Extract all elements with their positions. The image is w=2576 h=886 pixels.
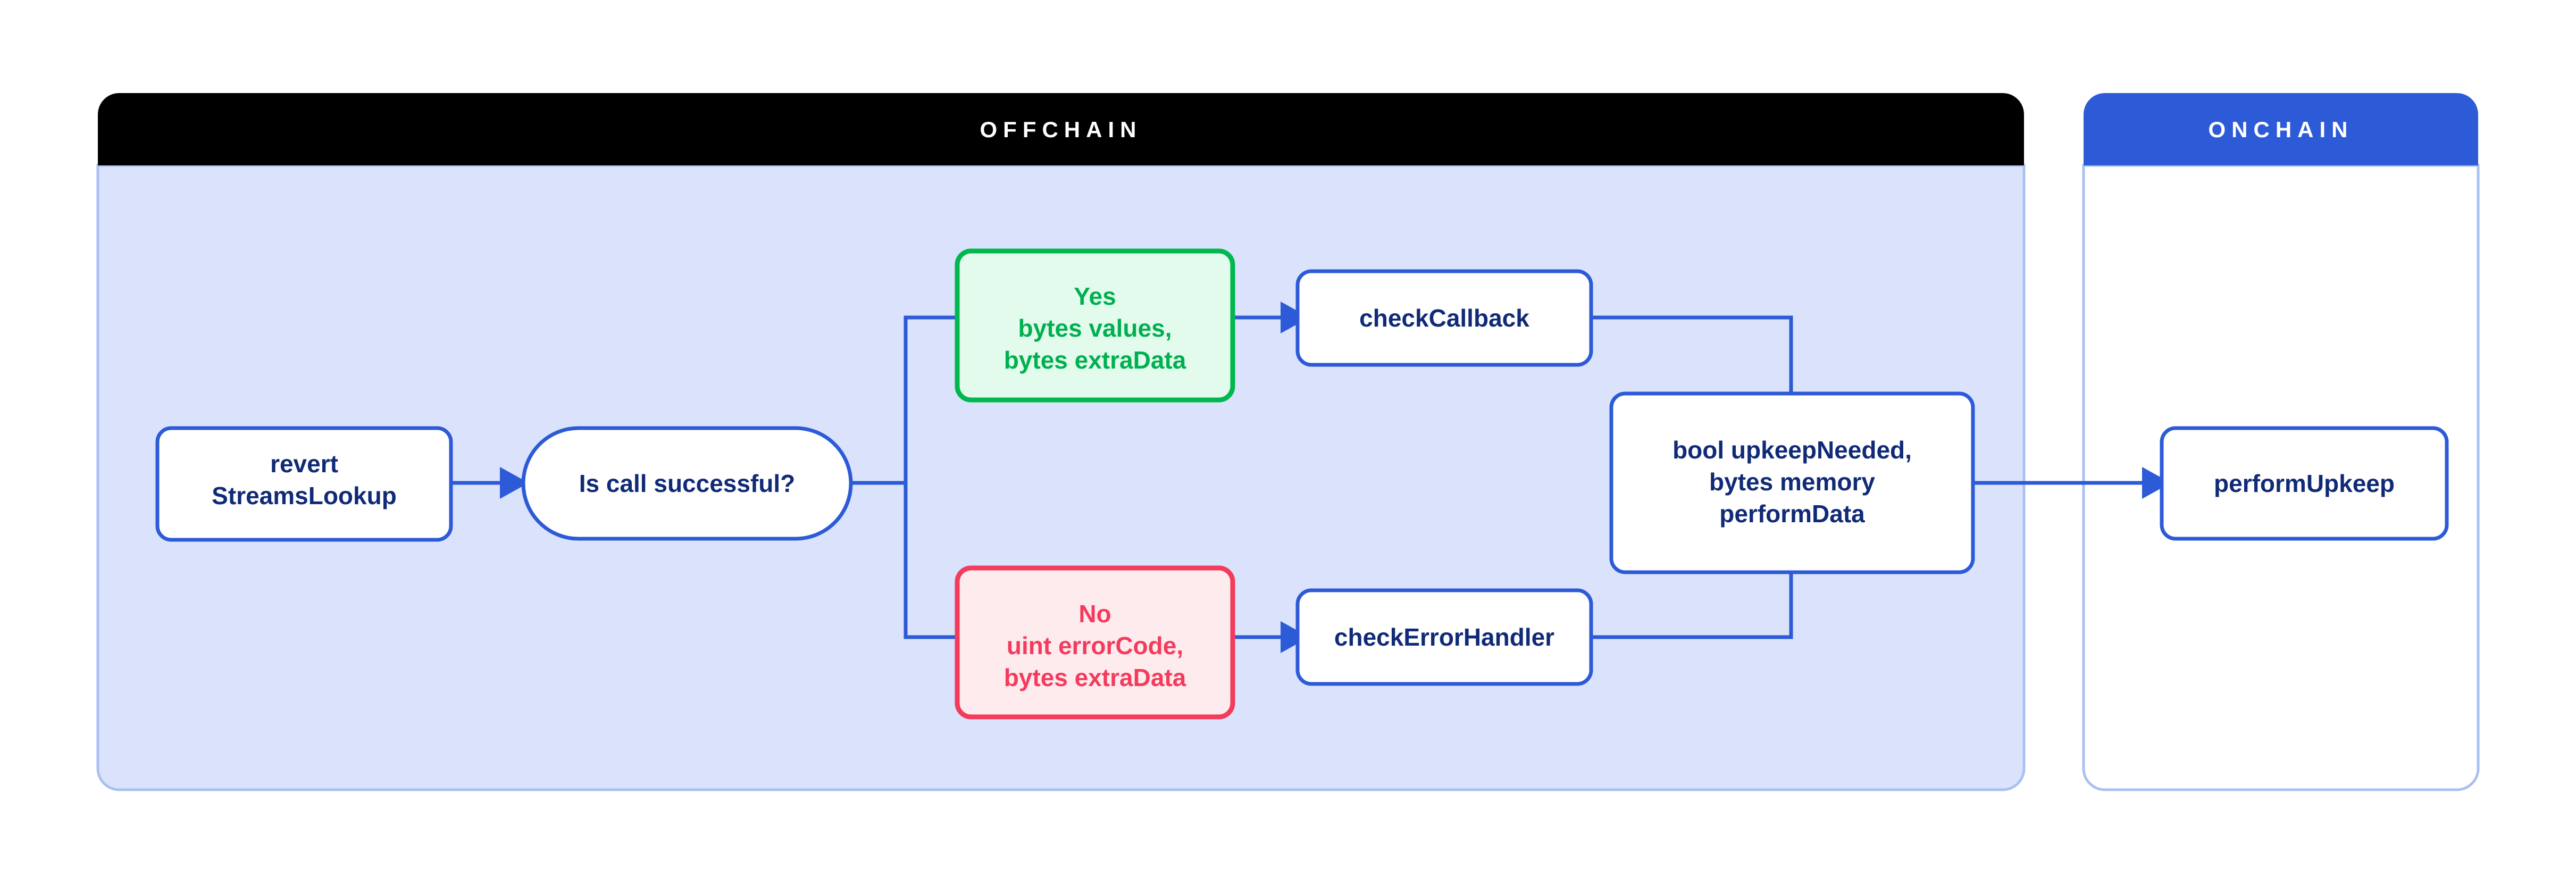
node-revert-streamslookup-shape[interactable]: [155, 426, 453, 542]
node-check-callback-shape[interactable]: [1295, 269, 1593, 367]
node-no-branch-shape[interactable]: [955, 565, 1235, 720]
node-yes-branch-shape[interactable]: [955, 248, 1235, 403]
node-no-branch[interactable]: No uint errorCode, bytes extraData: [955, 565, 1235, 720]
onchain-panel-title: ONCHAIN: [2209, 117, 2354, 142]
node-no-branch-line-0: No: [1078, 600, 1111, 628]
node-yes-branch-line-1: bytes values,: [1018, 314, 1172, 342]
node-no-branch-line-2: bytes extraData: [1004, 664, 1186, 691]
edge-decision-to-yes: [904, 315, 957, 483]
node-revert-streamslookup[interactable]: revert StreamsLookup: [155, 426, 453, 542]
node-upkeep-result-line-0: bool upkeepNeeded,: [1672, 436, 1912, 464]
node-check-callback[interactable]: checkCallback: [1295, 269, 1593, 367]
offchain-panel-title: OFFCHAIN: [980, 117, 1142, 142]
onchain-panel-header: [2084, 93, 2478, 165]
node-revert-streamslookup-line-0: revert: [270, 450, 338, 478]
node-perform-upkeep-label: performUpkeep: [2214, 470, 2395, 497]
node-check-callback-label: checkCallback: [1359, 304, 1529, 332]
node-is-call-successful-shape[interactable]: [521, 426, 853, 541]
node-check-error-handler-shape[interactable]: [1295, 588, 1593, 686]
node-check-error-handler[interactable]: checkErrorHandler: [1295, 588, 1593, 686]
arrowhead-performupkeep: [2142, 467, 2171, 499]
node-perform-upkeep-shape[interactable]: [2160, 426, 2449, 541]
node-yes-branch-line-0: Yes: [1074, 282, 1116, 310]
node-no-branch-line-1: uint errorCode,: [1007, 632, 1183, 659]
arrowhead-decision: [500, 467, 529, 499]
node-check-error-handler-label: checkErrorHandler: [1334, 623, 1554, 651]
arrowhead-checkcallback: [1281, 302, 1309, 333]
node-revert-streamslookup-line-1: StreamsLookup: [212, 482, 397, 509]
node-is-call-successful-label: Is call successful?: [579, 470, 796, 497]
arrowhead-checkerrorhandler: [1281, 621, 1309, 653]
edge-decision-to-no: [904, 483, 957, 639]
node-upkeep-result-line-1: bytes memory: [1709, 468, 1875, 496]
node-upkeep-result-line-2: performData: [1719, 500, 1865, 528]
node-is-call-successful[interactable]: Is call successful?: [521, 426, 853, 541]
node-upkeep-result[interactable]: bool upkeepNeeded, bytes memory performD…: [1609, 391, 1975, 574]
node-yes-branch-line-2: bytes extraData: [1004, 346, 1186, 374]
offchain-panel-header: [98, 93, 2024, 165]
node-yes-branch[interactable]: Yes bytes values, bytes extraData: [955, 248, 1235, 403]
node-perform-upkeep[interactable]: performUpkeep: [2160, 426, 2449, 541]
node-upkeep-result-shape[interactable]: [1609, 391, 1975, 574]
